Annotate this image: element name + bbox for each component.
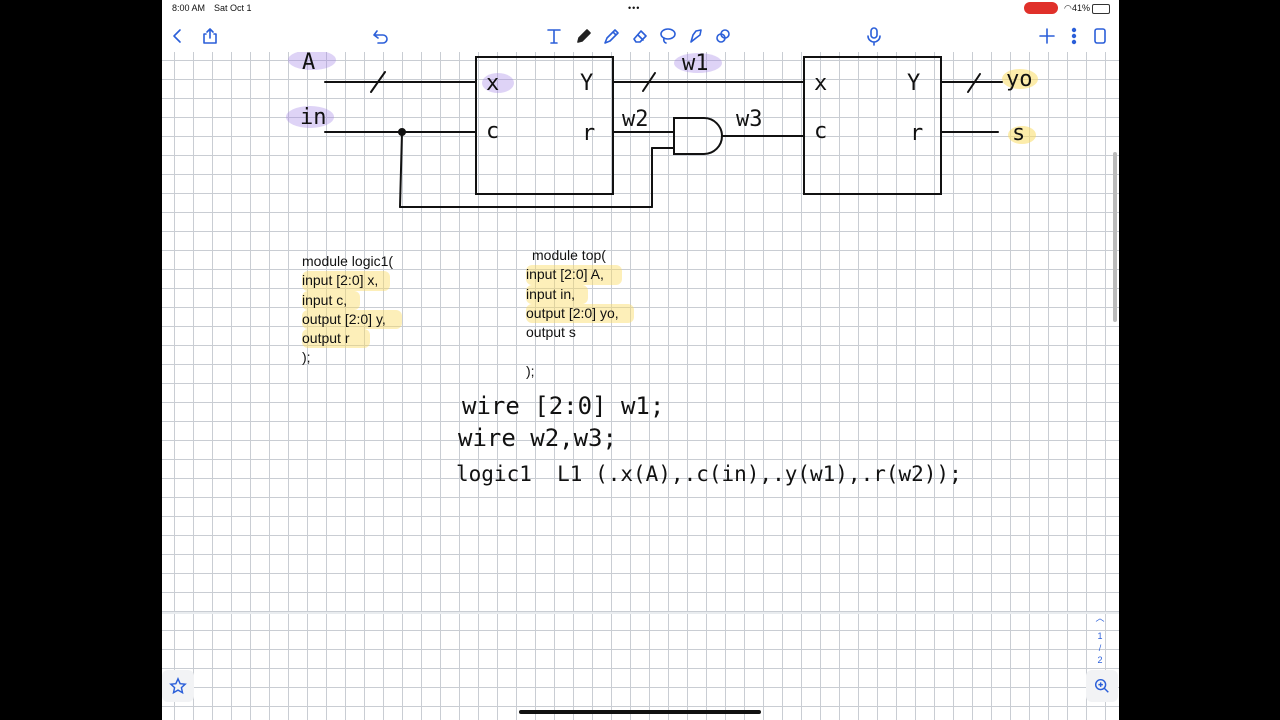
page-up-icon[interactable]: ︿: [1095, 613, 1105, 623]
home-indicator[interactable]: [519, 710, 761, 714]
more-icon[interactable]: [1062, 24, 1086, 48]
code-line: input c,: [302, 290, 360, 310]
label-r1: r: [582, 121, 595, 146]
code-line: input [2:0] A,: [526, 265, 622, 285]
zoom-icon[interactable]: [1086, 670, 1118, 702]
vertical-scrollbar[interactable]: [1113, 152, 1117, 322]
code-line: output [2:0] y,: [302, 309, 402, 330]
code-line: output s: [526, 324, 576, 341]
favorite-star-icon[interactable]: [162, 670, 194, 702]
logic1-block-2: [803, 56, 942, 195]
label-s: s: [1012, 121, 1025, 146]
link-tool-icon[interactable]: [711, 24, 735, 48]
label-y2: Y: [907, 71, 920, 96]
undo-icon[interactable]: [369, 24, 393, 48]
page-current: 1: [1097, 631, 1103, 641]
lasso-tool-icon[interactable]: [656, 24, 680, 48]
microphone-icon[interactable]: [862, 24, 886, 48]
code-line: );: [302, 349, 311, 366]
label-y1: Y: [580, 71, 593, 96]
highlighter-tool-icon[interactable]: [600, 24, 624, 48]
toolbar: [162, 18, 1119, 52]
highlight-x1: [482, 73, 514, 93]
pages-icon[interactable]: [1088, 24, 1112, 48]
label-in: in: [300, 105, 327, 130]
screen-recording-icon[interactable]: [1024, 2, 1058, 14]
label-yo: yo: [1006, 67, 1033, 92]
wifi-icon: ◠: [1064, 3, 1072, 13]
label-c2: c: [814, 119, 827, 144]
ipad-screen: 8:00 AM Sat Oct 1 ••• ◠ 41%: [162, 0, 1119, 720]
code-line: input in,: [526, 284, 588, 304]
code-line: [526, 342, 634, 361]
code-line: );: [526, 362, 535, 379]
multitask-dots-icon[interactable]: •••: [628, 3, 641, 13]
code-block-logic1[interactable]: module logic1( input [2:0] x, input c, o…: [302, 252, 402, 368]
code-line: input [2:0] x,: [302, 271, 390, 291]
battery-icon: [1092, 4, 1110, 14]
label-x1: x: [486, 71, 499, 96]
label-w1: w1: [682, 52, 709, 76]
code-line: module top(: [532, 247, 606, 263]
logic1-block-1: [475, 56, 614, 195]
and-gate: [673, 117, 723, 155]
note-canvas[interactable]: A in x Y c r w1 w2 w3 x Y c r yo s modul…: [162, 52, 1119, 720]
highlight-A: [288, 52, 336, 70]
highlight-yo: [1002, 69, 1038, 89]
page-separator: /: [1098, 643, 1102, 653]
code-line: module logic1(: [302, 253, 394, 269]
circuit-diagram: A in x Y c r w1 w2 w3 x Y c r yo s: [286, 52, 1038, 208]
handwritten-line-2: wire w2,w3;: [458, 424, 617, 452]
label-w2: w2: [622, 107, 649, 132]
label-x2: x: [814, 71, 827, 96]
label-c1: c: [486, 119, 499, 144]
highlight-s: [1008, 126, 1036, 144]
status-bar: 8:00 AM Sat Oct 1 ••• ◠ 41%: [162, 0, 1119, 18]
text-tool-icon[interactable]: [542, 24, 566, 48]
status-time: 8:00 AM: [172, 3, 206, 13]
label-w3: w3: [736, 107, 763, 132]
code-line: output r: [302, 329, 370, 349]
back-icon[interactable]: [166, 24, 190, 48]
label-r2: r: [910, 121, 923, 146]
label-A: A: [302, 52, 315, 75]
share-icon[interactable]: [198, 24, 222, 48]
pen-tool-icon[interactable]: [572, 24, 596, 48]
handwritten-line-3: logic1 L1 (.x(A),.c(in),.y(w1),.r(w2));: [456, 462, 962, 486]
add-icon[interactable]: [1035, 24, 1059, 48]
code-block-top[interactable]: module top( input [2:0] A, input in, out…: [526, 246, 634, 381]
page-total: 2: [1097, 655, 1103, 665]
page-divider: [162, 612, 1119, 614]
status-battery: 41%: [1072, 3, 1091, 13]
shapes-tool-icon[interactable]: [684, 24, 708, 48]
code-line: output [2:0] yo,: [526, 303, 634, 324]
handwritten-line-1: wire [2:0] w1;: [462, 392, 665, 420]
status-date: Sat Oct 1: [214, 3, 252, 13]
eraser-tool-icon[interactable]: [628, 24, 652, 48]
highlight-in: [286, 106, 334, 128]
highlight-w1: [674, 53, 722, 73]
